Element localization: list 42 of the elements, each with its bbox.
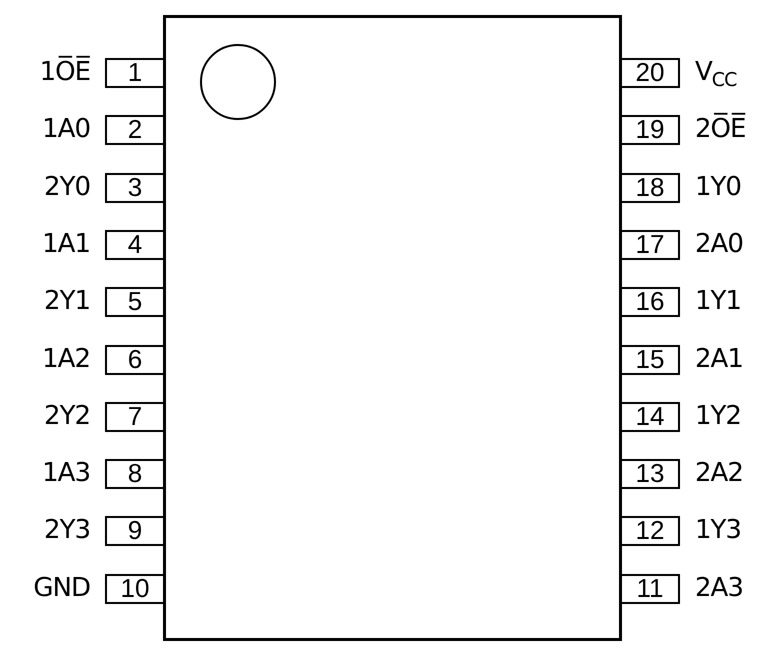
pin-name: GND <box>33 572 90 603</box>
pin-number-box: 5 <box>105 287 163 318</box>
pin-name: 1Y2 <box>695 400 741 431</box>
pin-number-box: 20 <box>622 58 680 88</box>
pin-number-box: 16 <box>622 287 680 318</box>
pin-name: 2Y1 <box>44 286 90 316</box>
chip-package-outline <box>163 15 622 641</box>
pin-name: 1O̅E̅ <box>40 57 90 87</box>
pin-name: 1Y1 <box>695 286 741 316</box>
pin-number-box: 18 <box>622 172 680 203</box>
pin-name: V$_{CC}$ <box>695 57 736 87</box>
pin-number-box: 10 <box>105 574 163 604</box>
pin-name: 2O̅E̅ <box>695 114 746 144</box>
pin-number-box: 12 <box>622 516 680 546</box>
pin-number-box: 1 <box>105 58 163 88</box>
pin-name: 2Y3 <box>44 515 90 546</box>
pin-name: 2A3 <box>695 572 743 603</box>
pin-number-box: 15 <box>622 344 680 374</box>
pin-number-box: 4 <box>105 230 163 260</box>
pin-number-box: 14 <box>622 402 680 432</box>
pin-number-box: 17 <box>622 230 680 260</box>
pin-number-box: 11 <box>622 574 680 604</box>
pin-name: 1Y0 <box>695 172 741 202</box>
pin-name: 1A2 <box>42 344 90 374</box>
pin-number-box: 19 <box>622 115 680 146</box>
pin-number-box: 8 <box>105 459 163 490</box>
pin-one-marker <box>199 43 277 121</box>
pin-name: 2Y0 <box>44 172 90 202</box>
pin-number-box: 13 <box>622 459 680 490</box>
pin-number-box: 2 <box>105 115 163 146</box>
pin-number-box: 7 <box>105 402 163 432</box>
pin-name: 2Y2 <box>44 400 90 431</box>
pin-name: 1Y3 <box>695 515 741 546</box>
pin-number-box: 6 <box>105 344 163 374</box>
pin-name: 2A0 <box>695 228 743 259</box>
pin-name: 1A3 <box>42 458 90 488</box>
pin-name: 1A0 <box>42 114 90 144</box>
pin-name: 1A1 <box>42 228 90 259</box>
pin-number-box: 9 <box>105 516 163 546</box>
pin-number-box: 3 <box>105 172 163 203</box>
pin-name: 2A1 <box>695 344 743 374</box>
pin-name: 2A2 <box>695 458 743 488</box>
